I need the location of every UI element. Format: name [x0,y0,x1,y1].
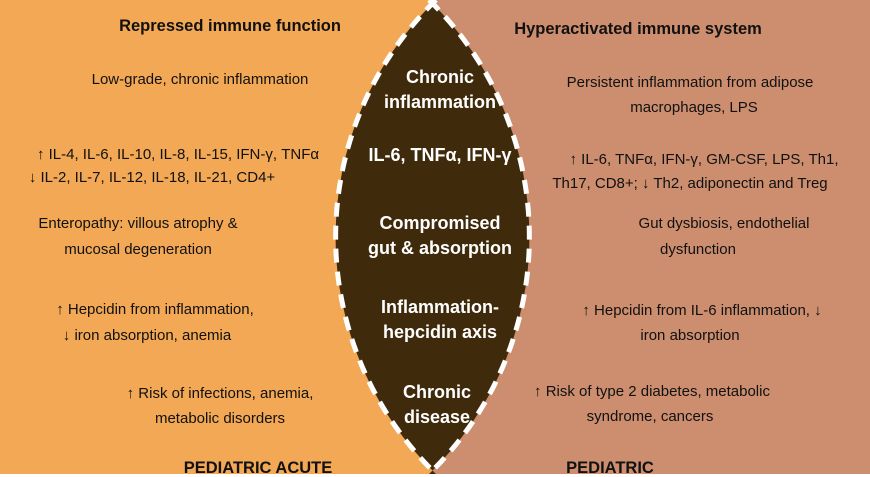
left-item: ↑ IL-4, IL-6, IL-10, IL-8, IL-15, IFN-γ,… [36,146,320,163]
right-item: Gut dysbiosis, endothelial [638,215,810,232]
right-item: Persistent inflammation from adipose [566,74,814,91]
left-title: Repressed immune function [119,17,341,35]
left-item: Low-grade, chronic inflammation [91,71,309,88]
overlap-dashed-border [333,0,532,474]
overlap-item: hepcidin axis [382,322,498,342]
left-item: metabolic disorders [154,410,286,427]
left-item: ↓ iron absorption, anemia [62,327,232,344]
right-item: syndrome, cancers [586,408,714,425]
right-item: dysfunction [660,241,736,258]
right-title: Hyperactivated immune system [514,20,762,38]
left-footer: PEDIATRIC ACUTE [183,459,333,477]
right-item: ↑ Hepcidin from IL-6 inflammation, ↓ [582,302,822,319]
overlap-item: IL-6, TNFα, IFN-γ [368,145,512,165]
overlap-item: gut & absorption [368,238,512,258]
right-item: iron absorption [640,327,740,344]
right-item: ↑ IL-6, TNFα, IFN-γ, GM-CSF, LPS, Th1, [569,151,839,168]
left-item: ↓ IL-2, IL-7, IL-12, IL-18, IL-21, CD4+ [28,169,276,186]
overlap-item: Inflammation- [380,297,500,317]
right-item: Th17, CD8+; ↓ Th2, adiponectin and Treg [552,175,828,192]
overlap-region [335,0,530,474]
left-item: mucosal degeneration [64,241,212,258]
overlap-item: inflammation [383,92,497,112]
right-item: macrophages, LPS [630,99,758,116]
overlap-item: Chronic [405,67,475,87]
overlap-item: Compromised [379,213,501,233]
left-item: ↑ Risk of infections, anemia, [126,385,314,402]
overlap-item: disease [403,407,471,427]
overlap-item: Chronic [402,382,472,402]
left-item: ↑ Hepcidin from inflammation, [56,301,254,318]
left-item: Enteropathy: villous atrophy & [38,215,238,232]
right-footer: PEDIATRIC [566,459,654,477]
right-item: ↑ Risk of type 2 diabetes, metabolic [534,383,770,400]
